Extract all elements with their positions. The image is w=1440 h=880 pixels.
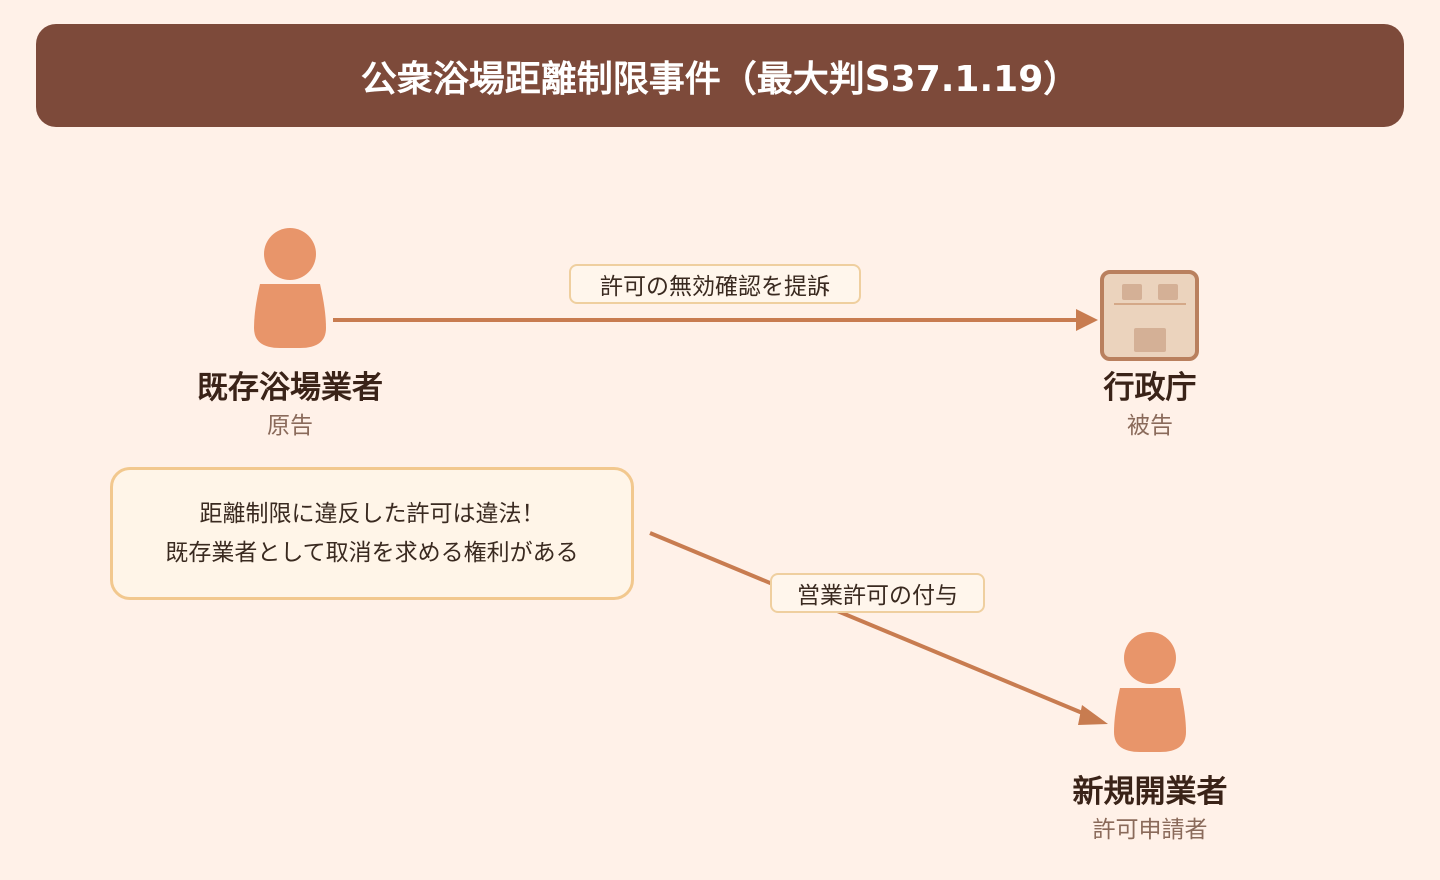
defendant-role: 被告 xyxy=(1127,413,1173,439)
defendant-name: 行政庁 xyxy=(1103,370,1197,406)
plaintiff-name: 既存浴場業者 xyxy=(197,370,383,406)
grant-arrow xyxy=(649,531,1108,725)
plaintiff-role: 原告 xyxy=(267,413,313,439)
plaintiff-speech-bubble: 距離制限に違反した許可は違法！ 既存業者として取消を求める権利がある xyxy=(110,467,634,600)
page-title: 公衆浴場距離制限事件（最大判S37.1.19） xyxy=(36,24,1404,127)
lawsuit-arrow xyxy=(333,309,1098,331)
plaintiff-person-icon xyxy=(254,228,326,348)
applicant-person-icon xyxy=(1114,632,1186,752)
speech-line-1: 距離制限に違反した許可は違法！ xyxy=(199,500,545,527)
applicant-role: 許可申請者 xyxy=(1092,817,1208,843)
speech-line-2: 既存業者として取消を求める権利がある xyxy=(165,539,579,566)
government-building-icon xyxy=(1100,270,1199,361)
lawsuit-label: 許可の無効確認を提訴 xyxy=(569,264,861,304)
grant-label: 営業許可の付与 xyxy=(770,573,985,613)
applicant-name: 新規開業者 xyxy=(1072,774,1228,810)
